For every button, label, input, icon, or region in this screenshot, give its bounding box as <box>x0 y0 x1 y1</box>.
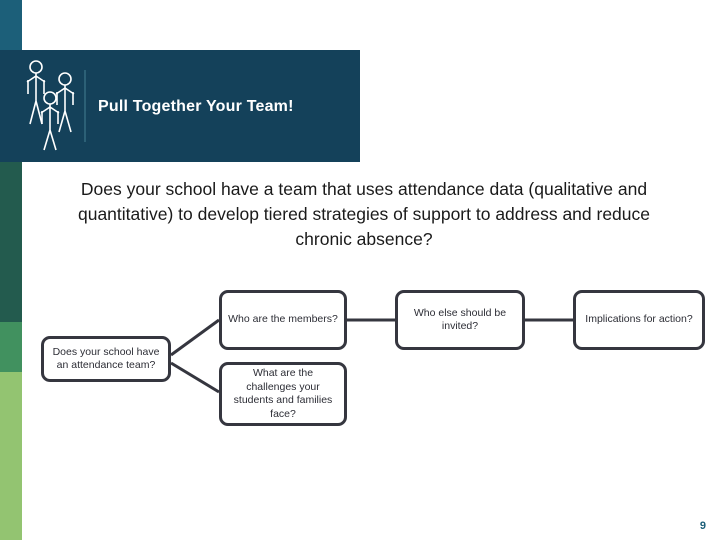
flow-box-attendance-team[interactable]: Does your school have an attendance team… <box>41 336 171 382</box>
header-divider <box>84 70 86 142</box>
header-band <box>0 50 360 162</box>
three-people-icon <box>22 58 80 154</box>
flow-box-invited[interactable]: Who else should be invited? <box>395 290 525 350</box>
accent-bar-segment-teal <box>0 0 22 50</box>
flow-box-challenges[interactable]: What are the challenges your students an… <box>219 362 347 426</box>
flow-box-implications[interactable]: Implications for action? <box>573 290 705 350</box>
accent-bar-segment-green <box>0 322 22 372</box>
accent-bar-segment-dark-green <box>0 162 22 322</box>
main-question-text: Does your school have a team that uses a… <box>77 179 651 249</box>
page-title: Pull Together Your Team! <box>98 98 294 115</box>
accent-bar-segment-light-green <box>0 372 22 540</box>
page-number: 9 <box>699 520 706 532</box>
flow-box-members[interactable]: Who are the members? <box>219 290 347 350</box>
